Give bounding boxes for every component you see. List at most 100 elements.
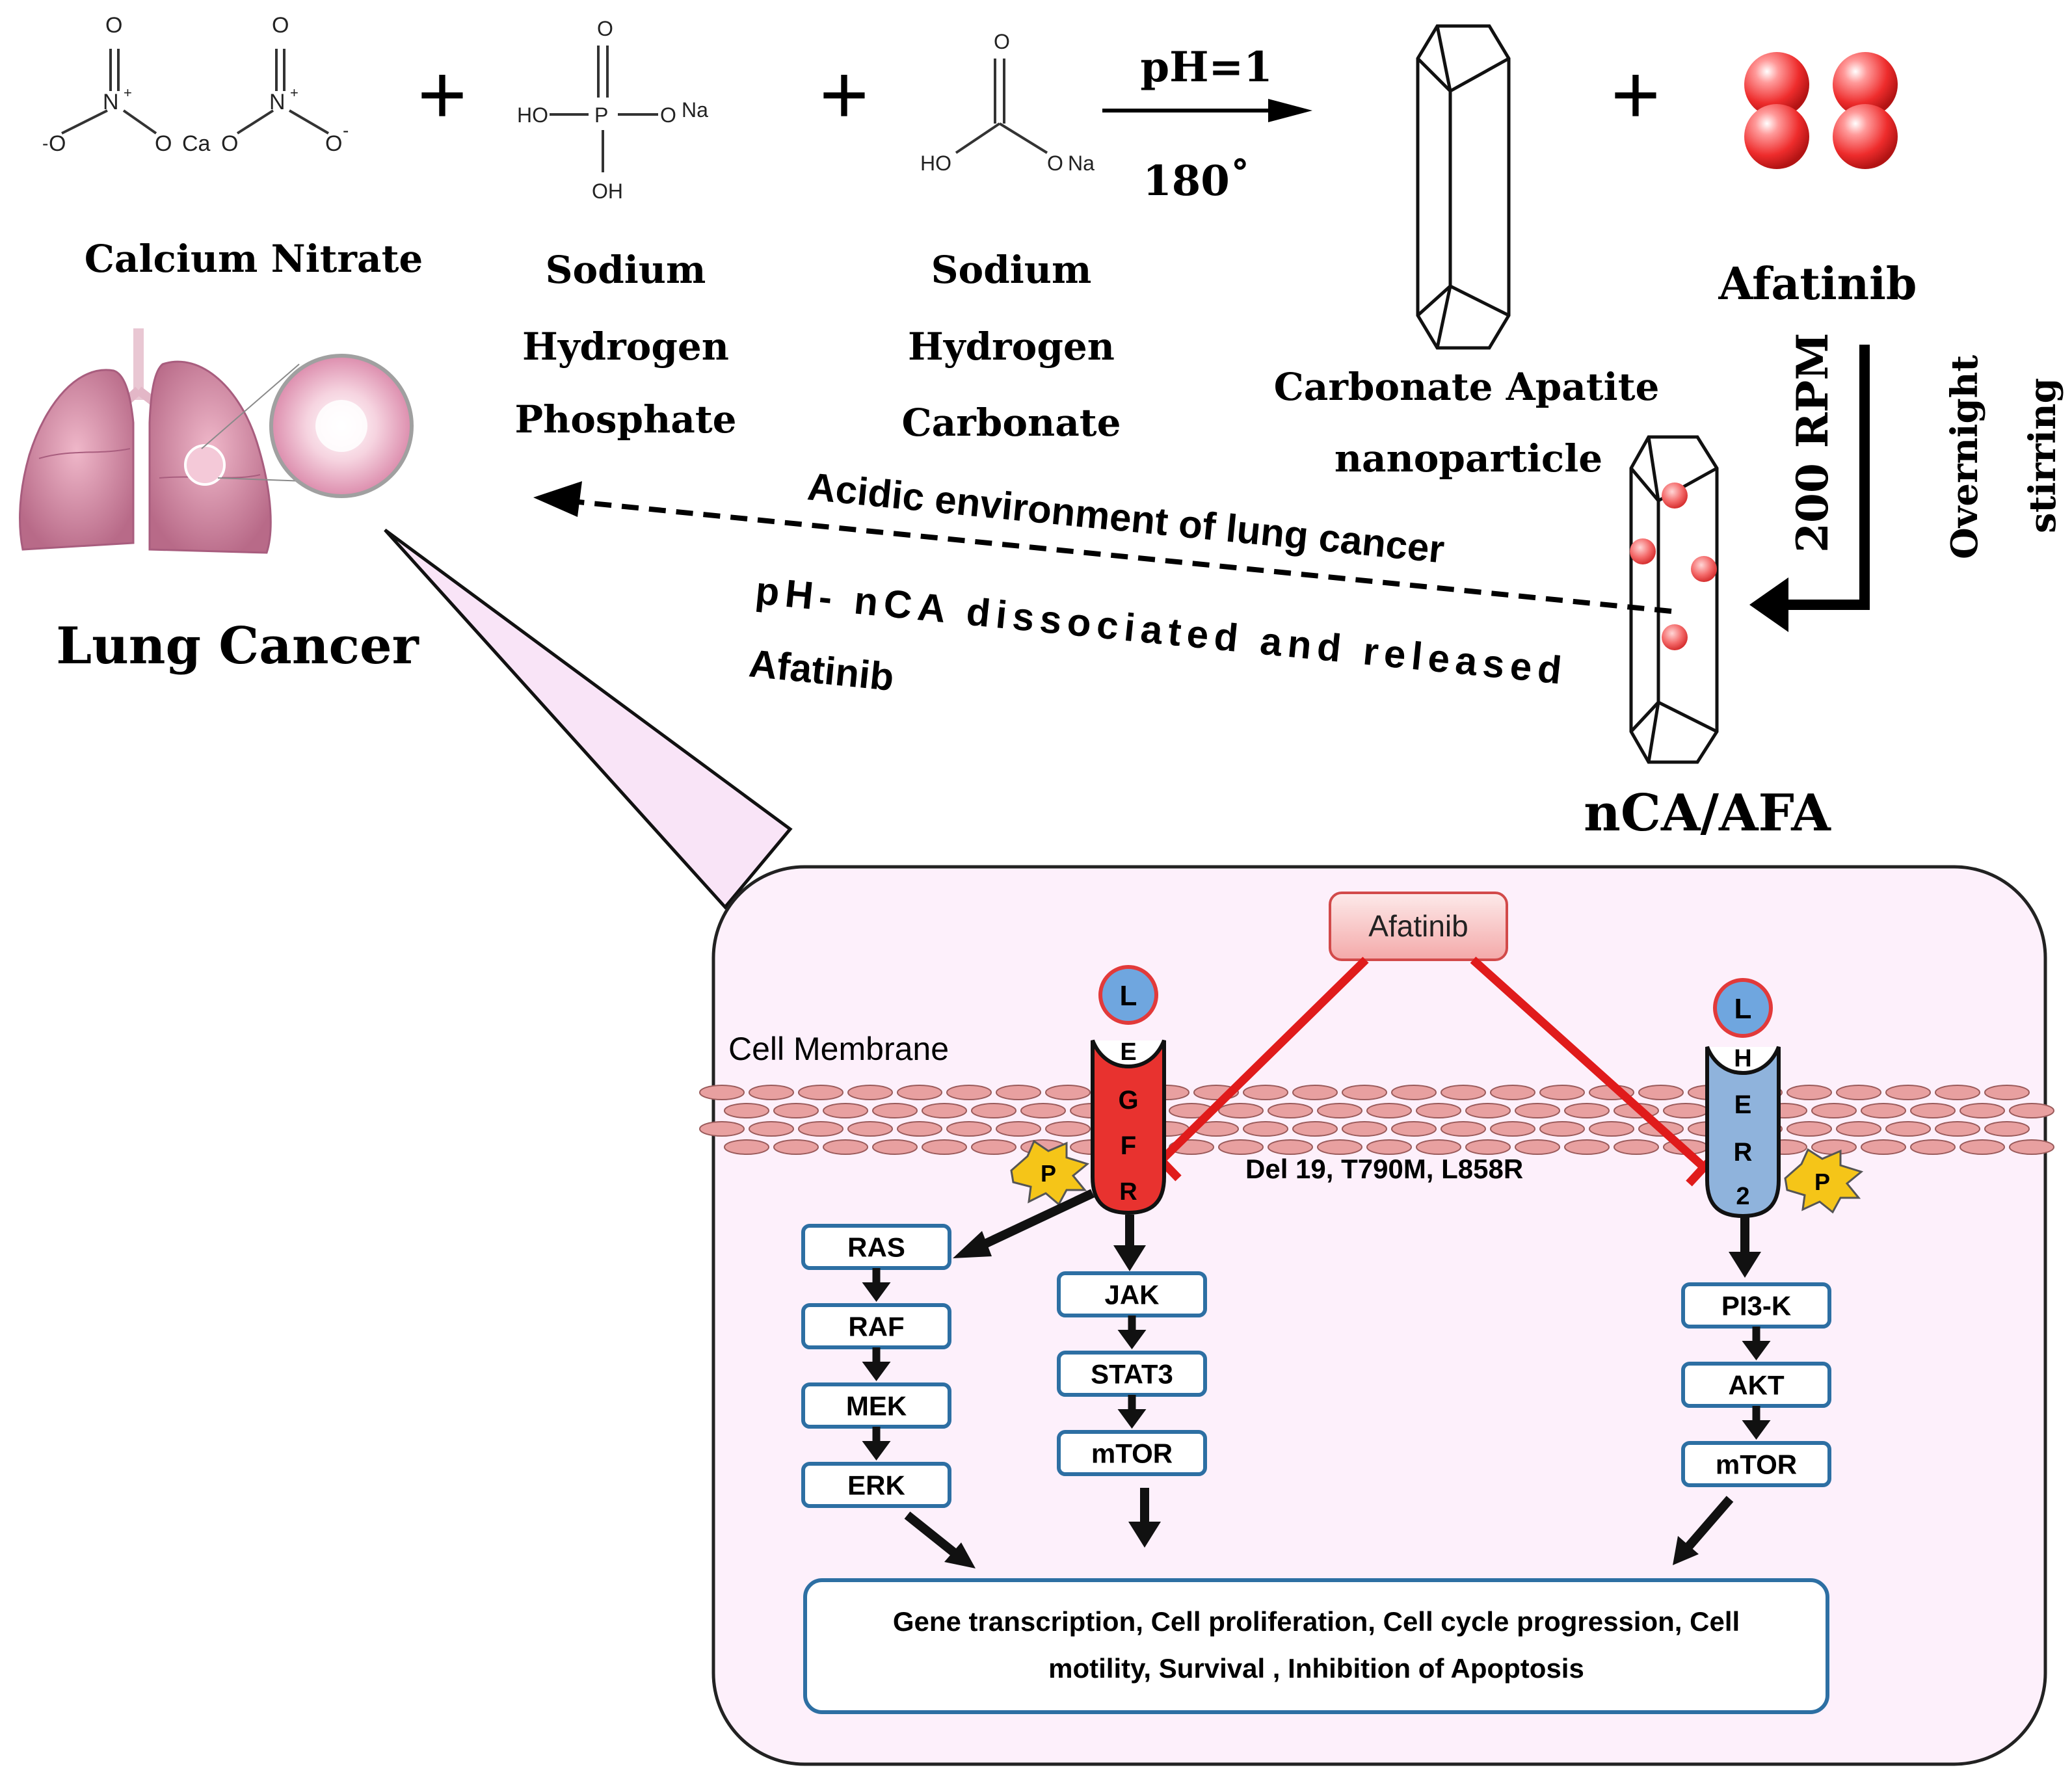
mapk-node-label: RAF	[848, 1312, 904, 1342]
loading-duration-line2: stirring	[2021, 378, 2064, 533]
mapk-node-label: MEK	[846, 1391, 907, 1421]
egfr-receptor	[1091, 1039, 1166, 1215]
egfr-mutations-label: Del 19, T790M, L858R	[1245, 1154, 1523, 1184]
lipid	[1515, 1139, 1560, 1155]
afatinib-drug-node: Afatinib	[1329, 892, 1508, 961]
egfr-phospho-label: P	[1041, 1160, 1056, 1187]
lipid	[1861, 1139, 1906, 1155]
lipid	[1564, 1139, 1610, 1155]
shp-o-top: O	[597, 17, 613, 40]
shp-p: P	[594, 103, 608, 127]
lipid	[1836, 1085, 1881, 1100]
lipid	[946, 1085, 992, 1100]
her2-letter-2: 2	[1736, 1183, 1749, 1210]
lipid	[724, 1103, 769, 1118]
cn-n-plus-1: N	[103, 90, 119, 114]
lipid	[823, 1139, 868, 1155]
lipid	[1935, 1085, 1980, 1100]
reaction-condition-temp: 180˚	[1143, 157, 1251, 205]
lipid	[1786, 1085, 1832, 1100]
pi3k-node-label: AKT	[1728, 1370, 1785, 1401]
lipid	[1614, 1139, 1659, 1155]
mapk-step-arrow	[862, 1268, 891, 1302]
lipid	[1811, 1139, 1857, 1155]
lipid	[2009, 1103, 2054, 1118]
lipid	[1910, 1103, 1956, 1118]
lipid	[1539, 1085, 1585, 1100]
lipid	[971, 1103, 1016, 1118]
shc-label-line1: Sodium	[931, 248, 1092, 292]
lipid	[1292, 1085, 1338, 1100]
outcome-arrows	[904, 1488, 1734, 1568]
shp-ho: HO	[517, 103, 548, 127]
loading-speed: 200 RPM	[1787, 333, 1838, 553]
lipid	[1416, 1103, 1461, 1118]
afatinib-label: Afatinib	[1718, 258, 1917, 310]
lipid	[946, 1121, 992, 1137]
shp-oh: OH	[592, 179, 623, 203]
lipid	[1342, 1085, 1387, 1100]
her2-ligand: L	[1713, 978, 1773, 1038]
her2-letter-e: E	[1734, 1091, 1752, 1119]
receptor-arrows	[953, 1189, 1761, 1278]
lipid	[1465, 1103, 1511, 1118]
lipid	[922, 1103, 967, 1118]
lipid	[1515, 1103, 1560, 1118]
lipid	[798, 1121, 843, 1137]
outcome-text-line2: motility, Survival , Inhibition of Apopt…	[1048, 1653, 1584, 1684]
lipid	[1490, 1085, 1535, 1100]
lipid	[1885, 1121, 1931, 1137]
lipid	[847, 1121, 893, 1137]
pi3k-node-label: mTOR	[1716, 1449, 1797, 1480]
egfr-phospho-icon: P	[1010, 1139, 1090, 1206]
lipid	[724, 1139, 769, 1155]
lipid	[1045, 1121, 1091, 1137]
lipid	[1317, 1103, 1362, 1118]
nca-afa-drug-dots	[1630, 483, 1717, 650]
lipid	[847, 1085, 893, 1100]
lipid	[1292, 1121, 1338, 1137]
nanoparticle-label-line1: Carbonate Apatite	[1274, 365, 1660, 409]
cn-n-plus-2: N	[269, 90, 286, 114]
lipid	[1391, 1121, 1437, 1137]
her2-phospho-icon: P	[1784, 1148, 1864, 1214]
pi3k-node-label: PI3-K	[1721, 1291, 1791, 1321]
jak-node-label: JAK	[1104, 1280, 1159, 1310]
zoom-callout	[384, 528, 793, 910]
calcium-nitrate-label: Calcium Nitrate	[85, 237, 423, 281]
lipid	[897, 1085, 942, 1100]
lipid	[1663, 1103, 1708, 1118]
cn-o-bridge-2: O	[221, 131, 238, 156]
sodium-hydrogen-phosphate-structure: O HO P O Na OH	[517, 17, 708, 203]
lipid	[699, 1121, 745, 1137]
lipid	[872, 1139, 918, 1155]
svg-text:+: +	[124, 85, 132, 101]
lipid	[1836, 1121, 1881, 1137]
jak-node-label: STAT3	[1091, 1359, 1173, 1390]
shp-label-line3: Phosphate	[514, 397, 736, 442]
reaction-condition-ph: pH=1	[1140, 43, 1272, 92]
shc-o-na: O	[1047, 152, 1063, 175]
lipid	[1416, 1139, 1461, 1155]
shc-na: Na	[1068, 152, 1095, 175]
shp-label-line2: Hydrogen	[522, 324, 729, 369]
lipid	[922, 1139, 967, 1155]
lipid	[1539, 1121, 1585, 1137]
egfr-letter-f: F	[1121, 1131, 1136, 1160]
outcome-box: Gene transcription, Cell proliferation, …	[803, 1578, 1829, 1714]
mapk-node-label: ERK	[847, 1470, 905, 1501]
lipid	[1935, 1121, 1980, 1137]
plus-sign-2: +	[819, 47, 869, 142]
egfr-letter-g: G	[1118, 1086, 1138, 1115]
carbonate-apatite-nanoparticle-icon	[1416, 24, 1511, 350]
lipid	[1366, 1139, 1412, 1155]
pi3k-step-arrow	[1742, 1327, 1771, 1360]
her2-phospho-label: P	[1814, 1169, 1830, 1195]
lung-cancer-label: Lung Cancer	[56, 616, 419, 676]
egfr-letter-r: R	[1119, 1178, 1137, 1206]
lipid	[1243, 1121, 1288, 1137]
her2-receptor	[1705, 1046, 1781, 1219]
cell-membrane-label: Cell Membrane	[728, 1031, 949, 1067]
release-arrow	[533, 481, 1672, 614]
lipid	[872, 1103, 918, 1118]
